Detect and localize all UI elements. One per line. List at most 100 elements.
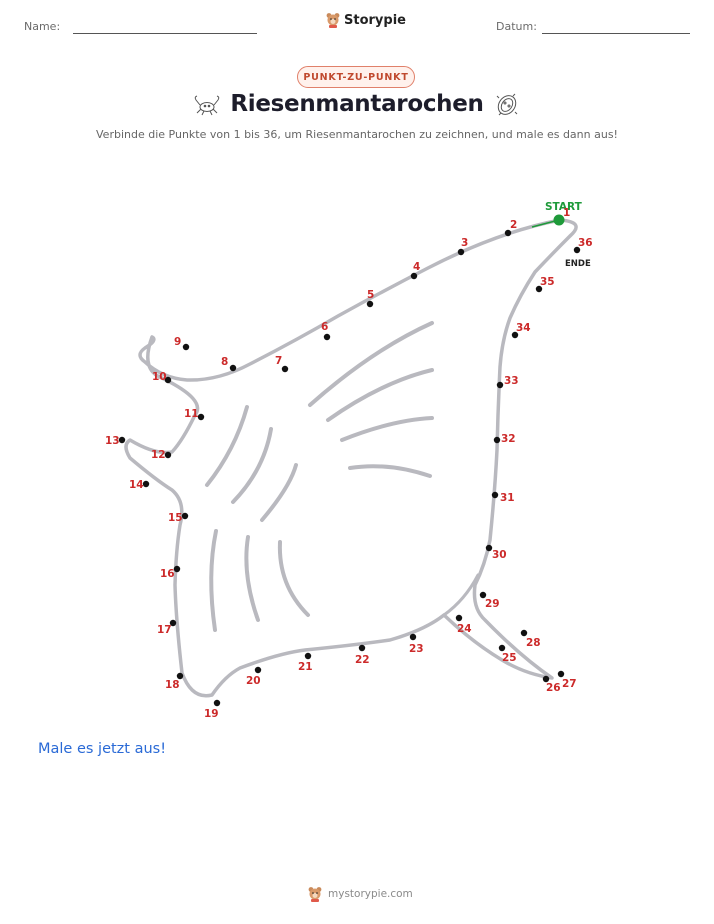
dot-18[interactable] (176, 672, 184, 680)
dot-number-28: 28 (526, 637, 541, 649)
wing-rib (308, 321, 434, 407)
dot-11[interactable] (197, 413, 205, 421)
dot-27[interactable] (557, 670, 565, 678)
dot-20[interactable] (254, 666, 262, 674)
dot-number-23: 23 (409, 643, 424, 655)
dot-number-12: 12 (151, 449, 166, 461)
dot-3[interactable] (457, 248, 465, 256)
dot-13[interactable] (118, 436, 126, 444)
dot-14[interactable] (142, 480, 150, 488)
body-rib (244, 535, 260, 622)
dot-number-18: 18 (165, 679, 180, 691)
bear-footer-icon (308, 887, 322, 902)
dot-19[interactable] (213, 699, 221, 707)
dot-10[interactable] (164, 376, 172, 384)
dot-number-20: 20 (246, 675, 261, 687)
dot-number-31: 31 (500, 492, 515, 504)
dot-number-2: 2 (510, 219, 517, 231)
dot-8[interactable] (229, 364, 237, 372)
dot-number-8: 8 (221, 356, 228, 368)
start-dot[interactable] (553, 214, 565, 226)
start-label: START (545, 201, 583, 213)
page-title: Riesenmantarochen (230, 91, 484, 117)
footer: mystorypie.com (308, 886, 413, 902)
name-label: Name: (24, 20, 61, 33)
instructions: Verbinde die Punkte von 1 bis 36, um Rie… (96, 128, 618, 141)
dot-29[interactable] (479, 591, 487, 599)
bear-logo-icon (326, 13, 340, 28)
dot-33[interactable] (496, 381, 504, 389)
dot-number-11: 11 (184, 408, 199, 420)
dot-22[interactable] (358, 644, 366, 652)
name-line[interactable] (73, 33, 257, 34)
dot-number-7: 7 (275, 355, 282, 367)
dot-23[interactable] (409, 633, 417, 641)
dot-number-26: 26 (546, 682, 561, 694)
dot-number-10: 10 (152, 371, 167, 383)
dot-34[interactable] (511, 331, 519, 339)
dot-to-dot-canvas[interactable]: START ENDE 1 2 3 4 5 6 7 8 9 10 11 (100, 190, 600, 720)
dot-number-30: 30 (492, 549, 507, 561)
body-rib (277, 540, 310, 617)
dot-number-9: 9 (174, 336, 181, 348)
dot-32[interactable] (493, 436, 501, 444)
end-label: ENDE (565, 259, 591, 269)
wing-rib (348, 464, 432, 478)
dot-5[interactable] (366, 300, 374, 308)
dot-group: 1 2 3 4 5 6 7 8 9 10 11 12 13 (105, 207, 593, 720)
dot-number-17: 17 (157, 624, 172, 636)
dot-35[interactable] (535, 285, 543, 293)
dot-4[interactable] (410, 272, 418, 280)
ray-outline (124, 218, 578, 698)
logo-text: Storypie (344, 12, 406, 28)
title-row: Riesenmantarochen (0, 91, 714, 125)
dot-26[interactable] (542, 675, 550, 683)
dot-number-6: 6 (321, 321, 328, 333)
dot-number-21: 21 (298, 661, 313, 673)
dot-number-34: 34 (516, 322, 531, 334)
storypie-logo: Storypie (326, 12, 406, 28)
dot-number-4: 4 (413, 261, 420, 273)
sea-urchin-doodle-icon (496, 93, 518, 116)
body-rib (209, 529, 218, 632)
dot-7[interactable] (281, 365, 289, 373)
inner-fin-line (442, 573, 480, 617)
dot-6[interactable] (323, 333, 331, 341)
date-line[interactable] (542, 33, 690, 34)
dot-number-33: 33 (504, 375, 519, 387)
dot-9[interactable] (182, 343, 190, 351)
dot-number-29: 29 (485, 598, 500, 610)
dot-30[interactable] (485, 544, 493, 552)
dot-number-19: 19 (204, 708, 219, 720)
color-it-prompt: Male es jetzt aus! (38, 741, 167, 757)
dot-number-27: 27 (562, 678, 577, 690)
dot-21[interactable] (304, 652, 312, 660)
dot-2[interactable] (504, 229, 512, 237)
dot-17[interactable] (169, 619, 177, 627)
dot-number-24: 24 (457, 623, 472, 635)
dot-number-36: 36 (578, 237, 593, 249)
dot-16[interactable] (173, 565, 181, 573)
dot-36[interactable] (573, 246, 581, 254)
dot-31[interactable] (491, 491, 499, 499)
body-rib (205, 405, 249, 487)
dot-15[interactable] (181, 512, 189, 520)
dot-number-32: 32 (501, 433, 516, 445)
dot-25[interactable] (498, 644, 506, 652)
dot-number-14: 14 (129, 479, 144, 491)
dot-24[interactable] (455, 614, 463, 622)
dot-number-15: 15 (168, 512, 183, 524)
body-rib (231, 427, 273, 504)
category-badge: PUNKT-ZU-PUNKT (297, 66, 415, 88)
dot-28[interactable] (520, 629, 528, 637)
footer-url[interactable]: mystorypie.com (328, 888, 413, 900)
dot-number-22: 22 (355, 654, 370, 666)
dot-number-25: 25 (502, 652, 517, 664)
crab-doodle-icon (194, 95, 220, 116)
dot-number-3: 3 (461, 237, 468, 249)
dot-number-1: 1 (563, 207, 570, 219)
wing-rib (326, 368, 434, 422)
dot-number-13: 13 (105, 435, 120, 447)
dot-12[interactable] (164, 451, 172, 459)
body-rib (260, 463, 298, 522)
